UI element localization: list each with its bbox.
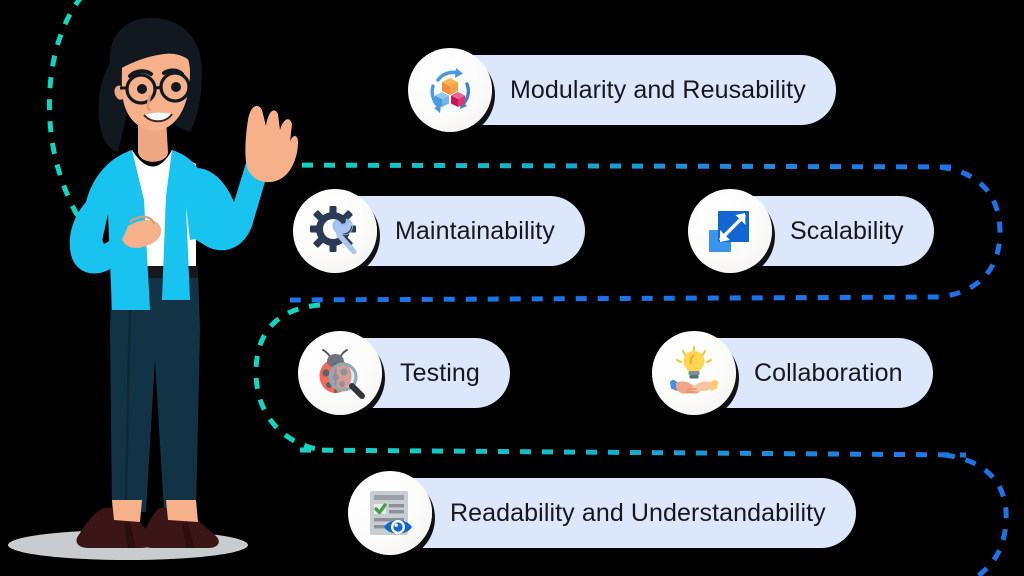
shoe-right bbox=[140, 507, 219, 548]
hair-fringe bbox=[117, 32, 196, 70]
waving-woman-illustration bbox=[8, 17, 298, 560]
pill-label-testing: Testing bbox=[400, 358, 480, 387]
resize-arrow-icon bbox=[688, 189, 772, 273]
hand-right bbox=[245, 105, 298, 183]
pill-body-readability[interactable]: Readability and Understandability bbox=[348, 471, 856, 555]
glasses-right-lens bbox=[159, 71, 191, 103]
pill-label-maintainability: Maintainability bbox=[395, 216, 555, 245]
pill-body-collaboration[interactable]: Collaboration bbox=[652, 331, 933, 415]
trouser-crease bbox=[124, 299, 132, 501]
ankle-right bbox=[166, 500, 198, 522]
pill-body-scalability[interactable]: Scalability bbox=[688, 189, 934, 273]
eye-left bbox=[137, 84, 147, 94]
shoe-right-heel bbox=[182, 522, 194, 548]
pill-testing[interactable]: Testing bbox=[298, 331, 510, 415]
shoe-left-heel bbox=[124, 522, 136, 548]
face bbox=[121, 38, 190, 131]
pill-collaboration[interactable]: Collaboration bbox=[652, 331, 933, 415]
mouth-line bbox=[143, 113, 173, 123]
trousers bbox=[110, 272, 200, 512]
hand-left-thumb bbox=[129, 215, 156, 225]
pill-body-testing[interactable]: Testing bbox=[298, 331, 510, 415]
pill-readability[interactable]: Readability and Understandability bbox=[348, 471, 856, 555]
pill-label-scalability: Scalability bbox=[790, 216, 904, 245]
nose bbox=[146, 94, 152, 112]
row1-row2-dashed-path bbox=[257, 162, 963, 170]
gear-wrench-icon bbox=[293, 189, 377, 273]
document-eye-icon bbox=[348, 471, 432, 555]
eyebrow-left bbox=[128, 69, 153, 78]
pill-label-modularity: Modularity and Reusability bbox=[510, 75, 806, 104]
bug-magnifier-icon bbox=[298, 331, 382, 415]
eye-right bbox=[171, 82, 181, 92]
pill-modularity[interactable]: Modularity and Reusability bbox=[408, 48, 836, 132]
handshake-bulb-icon bbox=[652, 331, 736, 415]
row3-row4-dashed-path bbox=[299, 447, 967, 458]
ankle-left bbox=[112, 500, 142, 522]
pill-maintainability[interactable]: Maintainability bbox=[293, 189, 585, 273]
glasses-bridge bbox=[154, 86, 162, 90]
hand-left bbox=[122, 220, 162, 248]
pill-label-readability: Readability and Understandability bbox=[450, 498, 826, 527]
pill-body-maintainability[interactable]: Maintainability bbox=[293, 189, 585, 273]
pill-label-collaboration: Collaboration bbox=[754, 358, 903, 387]
arm-right bbox=[190, 150, 272, 251]
pill-scalability[interactable]: Scalability bbox=[688, 189, 934, 273]
pill-body-modularity[interactable]: Modularity and Reusability bbox=[408, 48, 836, 132]
blue-bottom-right-arc-path bbox=[943, 452, 1009, 576]
modularity-cubes-icon bbox=[408, 48, 492, 132]
